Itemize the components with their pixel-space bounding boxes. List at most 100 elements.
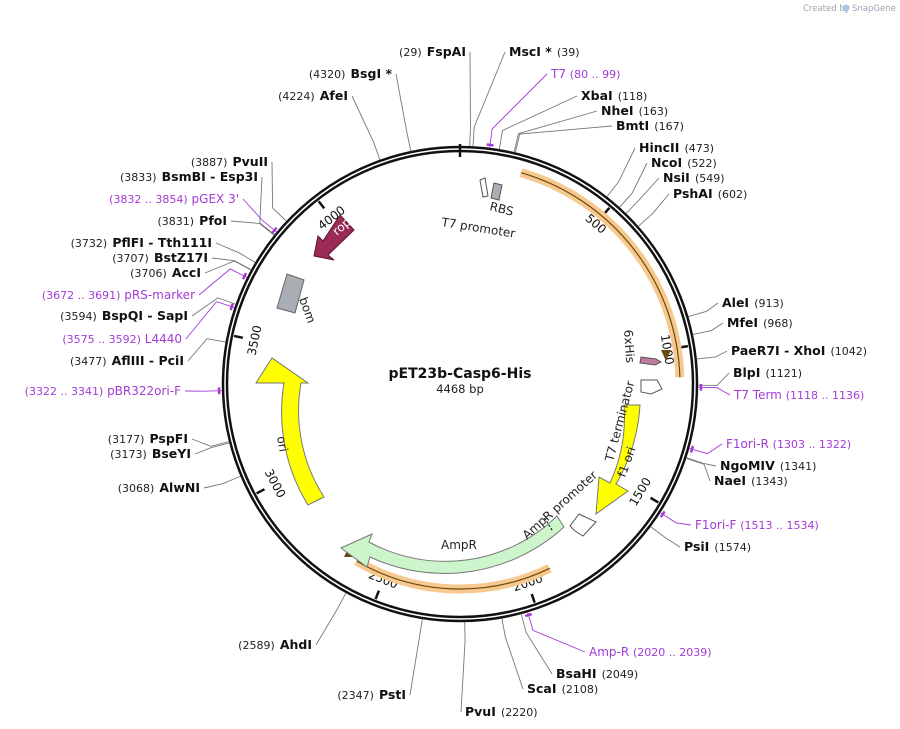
credit-brand: SnapGene [852,4,896,14]
leader-line [606,147,636,198]
enzyme-name: AleI [722,295,749,310]
primer-f1orir[interactable]: F1ori-R (1303 .. 1322) [726,437,851,451]
leader-line [469,51,471,147]
leader-line [685,457,711,482]
primer-range: (1118 .. 1136) [786,389,865,402]
enzyme-label: HincII (473) [639,137,714,156]
leader-line [520,613,553,675]
primer-f1orif[interactable]: F1ori-F (1513 .. 1534) [695,518,819,532]
primer-l4440[interactable]: (3575 .. 3592) L4440 [62,332,182,346]
enzyme-name: NheI [601,103,634,118]
enzyme-name: MfeI [727,315,758,330]
enzyme-afei[interactable]: (4224) AfeI [278,85,348,104]
feature-label-6xhis: 6xHis [621,329,637,363]
leader-line [203,475,241,489]
enzyme-name: BsgI * [351,66,393,81]
enzyme-name: BlpI [733,365,760,380]
enzyme-pfoi[interactable]: (3831) PfoI [157,210,227,229]
feature-bom[interactable]: bom [276,273,318,325]
enzyme-label: PsiI (1574) [684,536,751,555]
enzyme-position: (3068) [118,482,155,495]
enzyme-hincii[interactable]: HincII (473) [639,137,714,156]
orf-casp6-arc [519,168,685,378]
enzyme-isoschizomer: SapI [157,308,188,323]
enzyme-position: (4320) [309,68,346,81]
tick-label: 3000 [262,467,289,501]
enzyme-alwni[interactable]: (3068) AlwNI [118,477,200,496]
primer-pbr322ori[interactable]: (3322 .. 3341) pBR322ori-F [25,384,181,398]
enzyme-nsii[interactable]: NsiI (549) [663,167,725,186]
feature-6xhis[interactable]: 6xHis [621,329,663,366]
feature-ori[interactable]: ori [255,357,325,506]
leader-line [692,322,724,335]
leader-line [527,612,586,653]
primer-label: Amp-R (2020 .. 2039) [589,645,712,659]
enzyme-ahdi[interactable]: (2589) AhdI [238,634,312,653]
enzyme-psti[interactable]: (2347) PstI [337,684,406,703]
enzyme-nhei[interactable]: NheI (163) [601,100,668,119]
enzyme-pvuii[interactable]: (3887) PvuII [191,151,268,170]
enzyme-xbai[interactable]: XbaI (118) [581,85,647,104]
enzyme-bseyi[interactable]: (3173) BseYI [110,443,191,462]
leader-line [697,372,730,386]
primer-t7[interactable]: T7 (80 .. 99) [550,67,620,81]
enzyme-bspqi[interactable]: (3594) BspQI - SapI [60,305,188,324]
enzyme-naei[interactable]: NaeI (1343) [714,470,788,489]
enzyme-psii[interactable]: PsiI (1574) [684,536,751,555]
feature-rbs[interactable]: RBS [488,182,515,219]
enzyme-paer7i[interactable]: PaeR7I - XhoI (1042) [731,340,867,359]
enzyme-acci[interactable]: (3706) AccI [130,262,201,281]
leader-line [472,51,506,147]
enzyme-label: (2347) PstI [337,684,406,703]
enzyme-name: PvuII [232,154,268,169]
enzyme-msci[interactable]: MscI * (39) [509,41,580,60]
enzyme-bstz17i[interactable]: (3707) BstZ17I [112,247,208,266]
feature-ampr[interactable]: AmpR [340,515,565,574]
enzyme-bsahi[interactable]: BsaHI (2049) [556,663,638,682]
leader-line [460,621,466,713]
enzyme-name: AfeI [320,88,348,103]
enzyme-name: NaeI [714,473,746,488]
enzyme-position: (1121) [766,367,803,380]
enzyme-ncoi[interactable]: NcoI (522) [651,152,717,171]
enzyme-label: NsiI (549) [663,167,725,186]
enzyme-mfei[interactable]: MfeI (968) [727,312,793,331]
enzyme-label: (3173) BseYI [110,443,191,462]
enzyme-pshai[interactable]: PshAI (602) [673,183,747,202]
enzyme-alei[interactable]: AleI (913) [722,292,784,311]
primer-ampr[interactable]: Amp-R (2020 .. 2039) [589,645,712,659]
enzyme-bsgi[interactable]: (4320) BsgI * [309,63,393,82]
enzyme-name: MscI * [509,44,552,59]
enzyme-label: (3477) AflIII - PciI [70,350,184,369]
feature-label-ampr: AmpR [441,538,477,552]
enzyme-bsmbi[interactable]: (3833) BsmBI - Esp3I [120,166,258,185]
enzyme-ngomiv[interactable]: NgoMIV (1341) [720,455,816,474]
leader-line [271,161,287,222]
enzyme-bmti[interactable]: BmtI (167) [616,115,684,134]
tick-mark [233,334,244,340]
enzyme-position: (3477) [70,355,107,368]
enzyme-label: (3706) AccI [130,262,201,281]
primer-t7term[interactable]: T7 Term (1118 .. 1136) [733,388,864,402]
enzyme-labels: (29) FspAI MscI * (39) XbaI (118)NheI (163… [60,41,867,720]
enzyme-pspfi[interactable]: (3177) PspFI [108,428,188,447]
leader-line [242,198,278,233]
primer-name: pRS-marker [124,288,195,302]
enzyme-name: PvuI [465,704,496,719]
enzyme-pflfi[interactable]: (3732) PflFI - Tth111I [71,232,212,251]
feature-label-t7promoter: T7 promoter [440,215,517,241]
primer-pgex3[interactable]: (3832 .. 3854) pGEX 3' [109,192,239,206]
enzyme-blpi[interactable]: BlpI (1121) [733,362,802,381]
enzyme-afliii[interactable]: (3477) AflIII - PciI [70,350,184,369]
enzyme-pvui[interactable]: PvuI (2220) [465,701,538,720]
enzyme-label: AleI (913) [722,292,784,311]
leader-line [625,177,660,214]
enzyme-label: MscI * (39) [509,41,580,60]
primer-rsmarker[interactable]: (3672 .. 3691) pRS-marker [42,288,195,302]
primer-label: T7 (80 .. 99) [550,67,620,81]
enzyme-fspai[interactable]: (29) FspAI [399,41,466,60]
leader-line [697,386,731,396]
primer-label: (3832 .. 3854) pGEX 3' [109,192,239,206]
leader-line [513,110,598,153]
enzyme-scai[interactable]: ScaI (2108) [527,678,598,697]
